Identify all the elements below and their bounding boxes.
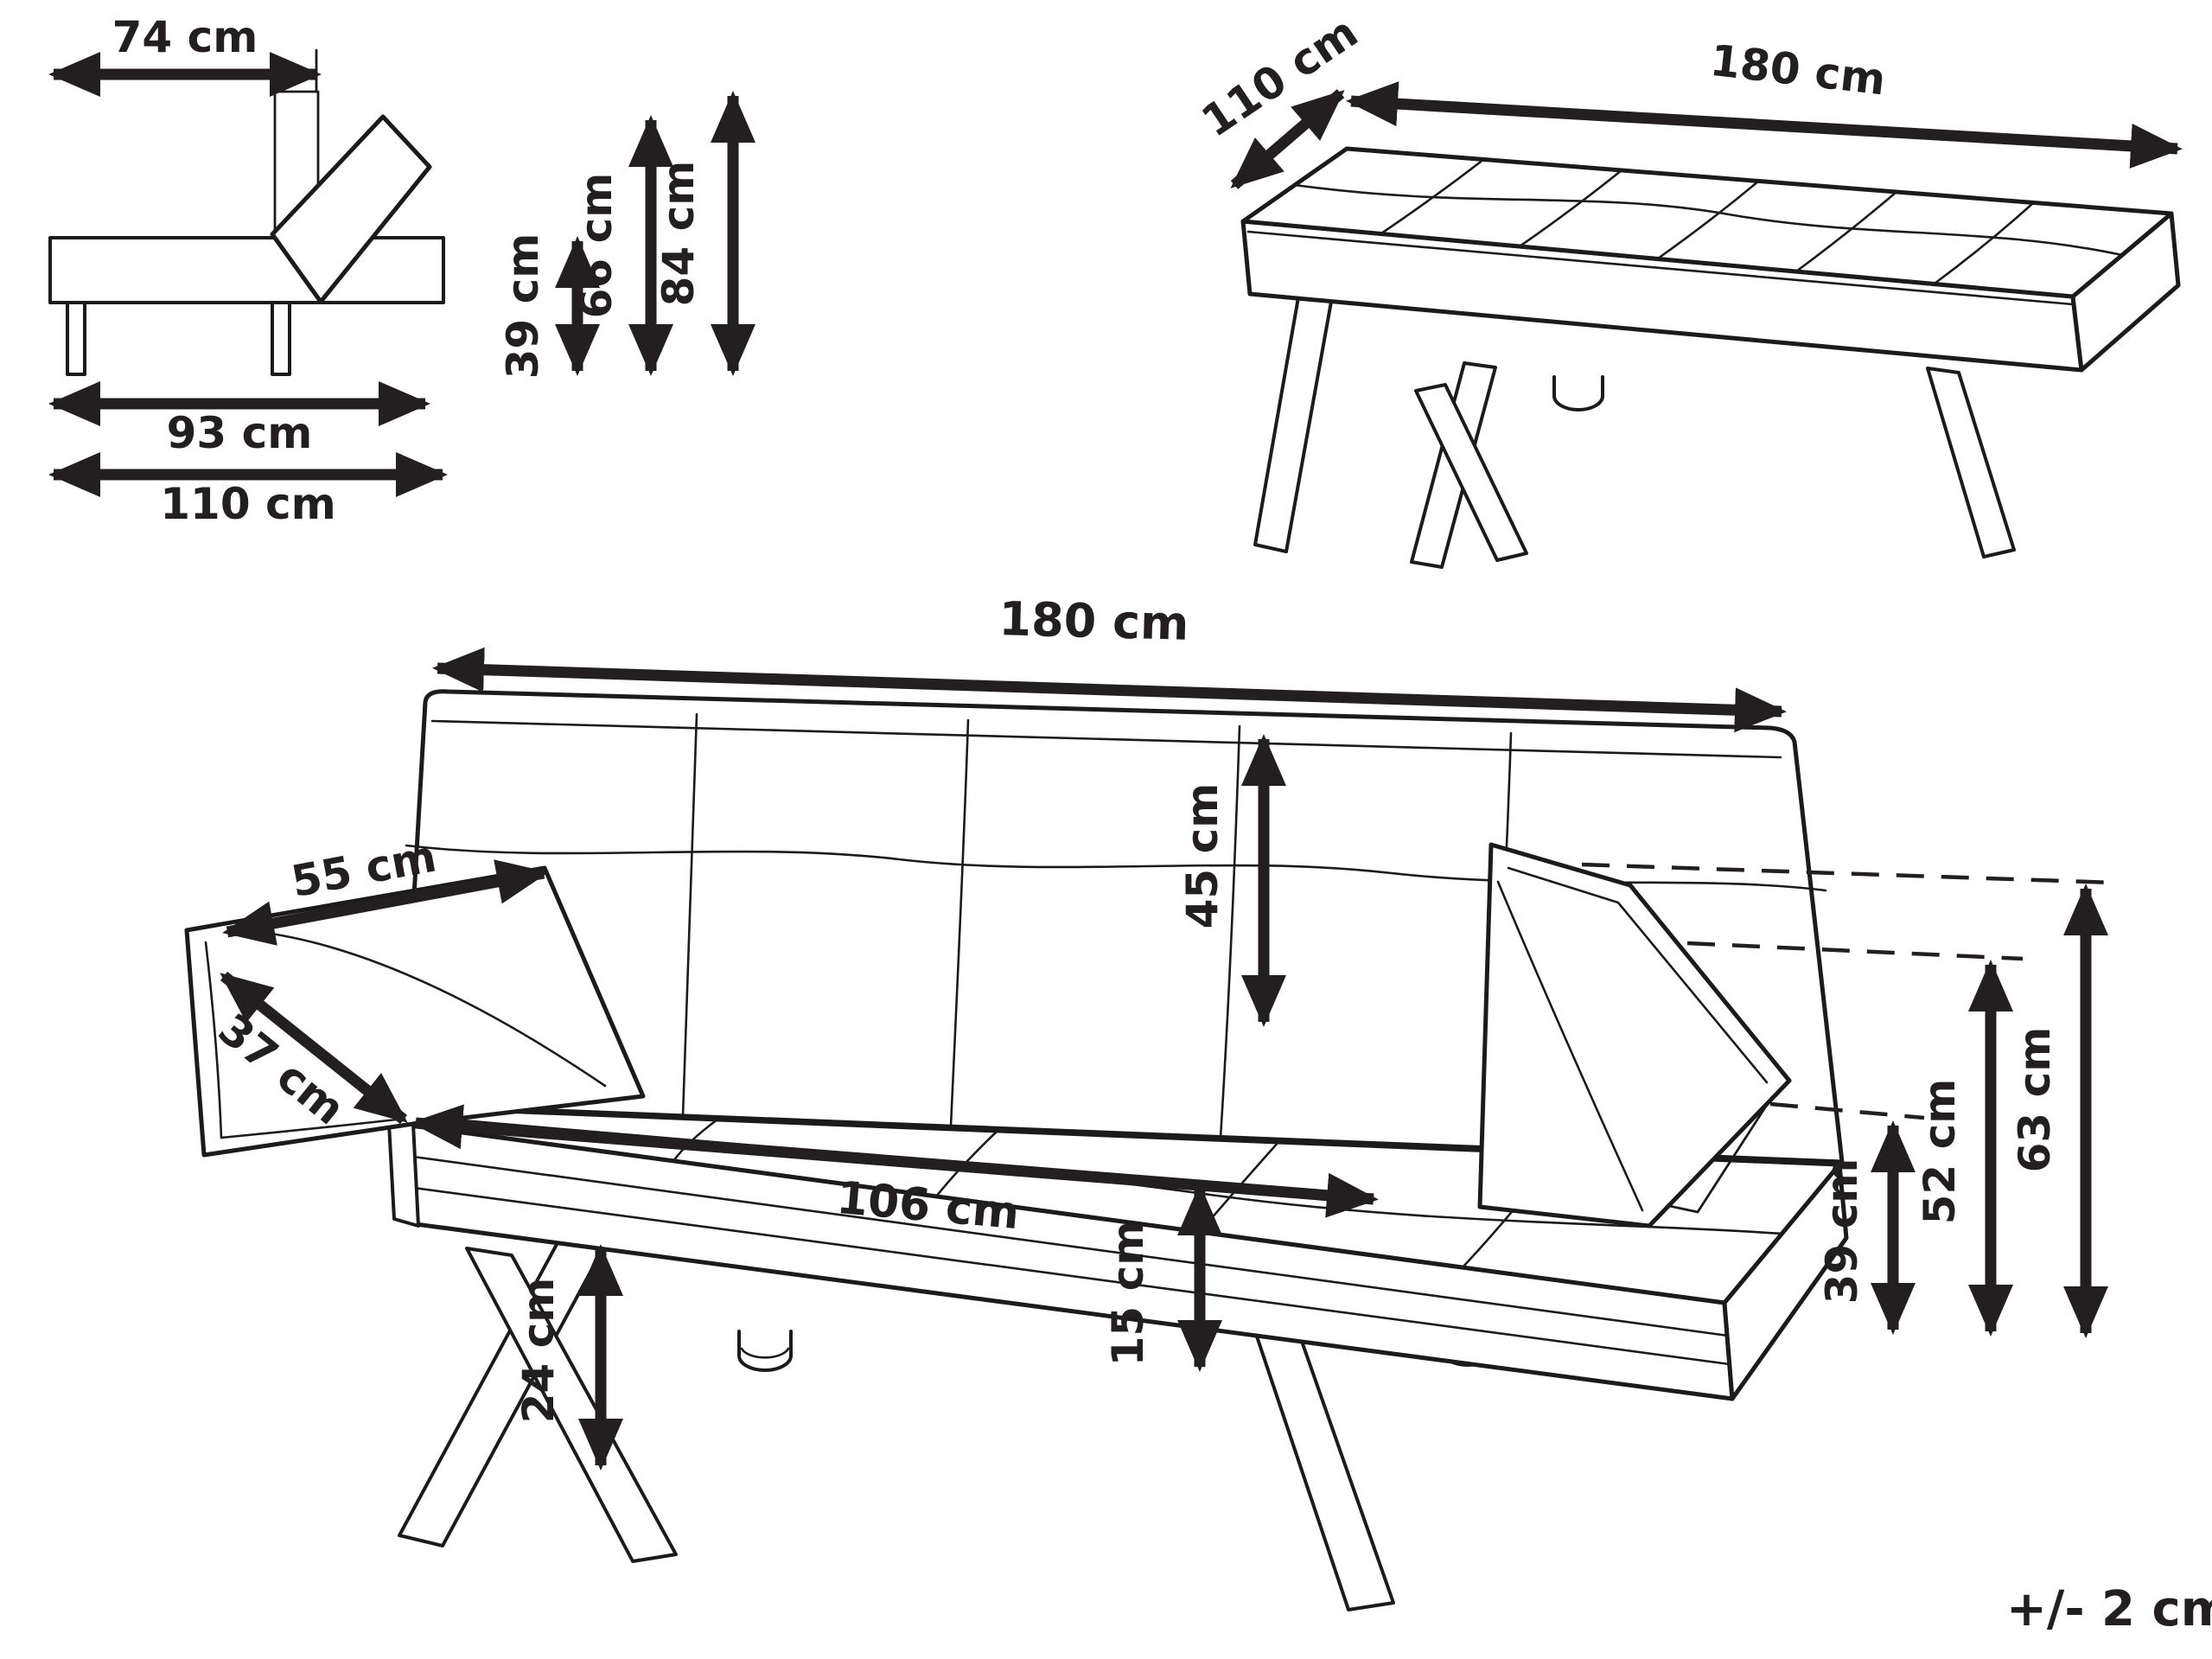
dim-arrow-180-bed bbox=[1346, 81, 2183, 169]
dashed-reference-line bbox=[1686, 941, 2024, 961]
sofa-right-leg bbox=[1246, 1309, 1395, 1611]
dim-label-66: 66 cm bbox=[571, 173, 622, 319]
armrest-crease bbox=[1496, 880, 1644, 1212]
bed-leg bbox=[1253, 296, 1333, 553]
dim-label-15: 15 cm bbox=[1103, 1221, 1153, 1367]
foot-ring bbox=[740, 1347, 790, 1359]
side-right-leg bbox=[271, 301, 291, 376]
dim-label-110-bed: 110 cm bbox=[1193, 7, 1367, 147]
dim-label-45: 45 cm bbox=[1177, 783, 1227, 929]
tuft-seam bbox=[1933, 201, 2036, 285]
dim-label-74: 74 cm bbox=[112, 12, 258, 62]
bed-leg bbox=[1926, 367, 2016, 558]
dim-label-63: 63 cm bbox=[2010, 1027, 2060, 1173]
tuft-seam bbox=[949, 718, 970, 1128]
dim-arrow-55 bbox=[222, 859, 549, 946]
side-seat bbox=[48, 236, 445, 304]
dim-label-84: 84 cm bbox=[653, 161, 704, 307]
dim-label-24: 24 cm bbox=[513, 1278, 564, 1424]
sofa-view: 180 cm 55 cm 37 cm 45 cm 106 cm 15 cm 24… bbox=[184, 591, 2115, 1611]
sofa-front-foot bbox=[737, 1330, 793, 1372]
sofa-right-end-face bbox=[1722, 1162, 1849, 1401]
tuft-seam bbox=[1794, 190, 1898, 273]
seat-left-corner bbox=[387, 1122, 420, 1228]
side-left-leg bbox=[66, 301, 86, 376]
armrest-seam bbox=[1507, 866, 1769, 1084]
tuft-seam bbox=[1219, 724, 1241, 1139]
dim-label-110-side: 110 cm bbox=[160, 479, 336, 529]
sofa-left-leg bbox=[465, 1247, 678, 1563]
bed-leg bbox=[1414, 383, 1528, 562]
tolerance-note: +/- 2 cm bbox=[2006, 1581, 2212, 1637]
bed-view: 110 cm 180 cm bbox=[1193, 7, 2183, 569]
mattress-edge-seam bbox=[1246, 230, 2075, 306]
dim-arrow-110-bed bbox=[1230, 89, 1345, 189]
bed-foot bbox=[1552, 375, 1604, 412]
dim-label-180-bed: 180 cm bbox=[1708, 35, 1889, 105]
dim-arrow-37 bbox=[220, 971, 408, 1125]
dim-label-52: 52 cm bbox=[1915, 1079, 1965, 1225]
tuft-seam bbox=[1518, 169, 1623, 248]
side-backrest-reclined bbox=[270, 114, 432, 304]
dim-label-93: 93 cm bbox=[167, 408, 313, 458]
dim-arrow-180-sofa bbox=[432, 647, 1787, 733]
tuft-seam bbox=[1656, 179, 1761, 260]
tuft-row-seam bbox=[1293, 183, 2124, 257]
dim-label-39-sofa: 39 cm bbox=[1817, 1158, 1867, 1305]
dim-label-180-sofa: 180 cm bbox=[998, 591, 1189, 651]
dashed-reference-line bbox=[1769, 1101, 1925, 1120]
tuft-seam bbox=[681, 712, 698, 1118]
side-profile-view: 74 cm 93 cm 110 cm 39 cm 66 cm 84 cm bbox=[48, 12, 755, 529]
right-armrest bbox=[1477, 842, 1792, 1228]
dim-label-39-side: 39 cm bbox=[498, 233, 548, 380]
